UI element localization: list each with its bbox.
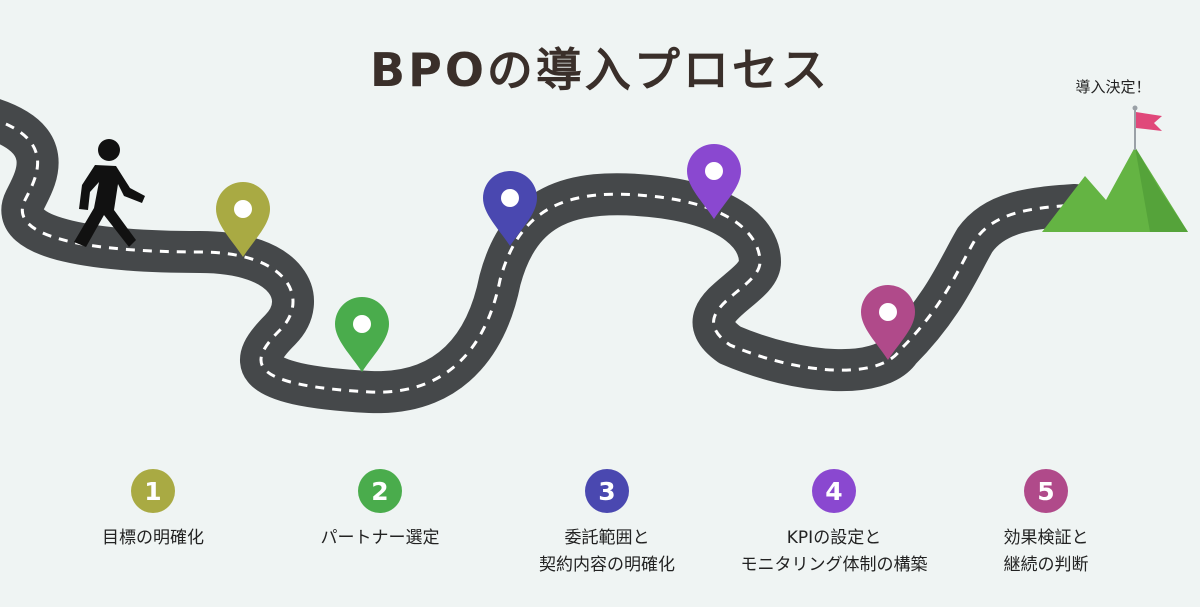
- step-label-line: 委託範囲と: [564, 528, 650, 548]
- map-pin-icon: [483, 171, 537, 246]
- step-2: 2 パートナー選定: [270, 469, 490, 552]
- step-label-line: モニタリング体制の構築: [740, 555, 928, 575]
- step-number-badge: 4: [812, 469, 856, 513]
- step-label: KPIの設定と モニタリング体制の構築: [741, 525, 928, 579]
- step-number-badge: 5: [1024, 469, 1068, 513]
- flag-icon: [1132, 105, 1162, 150]
- goal-label: 導入決定！: [1075, 78, 1151, 96]
- step-label-line: パートナー選定: [320, 528, 440, 548]
- step-number-badge: 2: [358, 469, 402, 513]
- step-label-line: 継続の判断: [1003, 555, 1089, 575]
- map-pin-icon: [335, 297, 389, 372]
- mountain-icon: [1042, 147, 1188, 232]
- step-label-line: KPIの設定と: [786, 528, 882, 548]
- road-center-line: [0, 120, 1076, 394]
- step-label-line: 契約内容の明確化: [539, 555, 675, 575]
- step-number-badge: 3: [585, 469, 629, 513]
- step-label: 目標の明確化: [102, 525, 204, 552]
- walking-person-icon: [74, 139, 145, 247]
- step-5: 5 効果検証と 継続の判断: [936, 469, 1156, 579]
- step-1: 1 目標の明確化: [43, 469, 263, 552]
- step-label: 効果検証と 継続の判断: [1004, 525, 1089, 579]
- step-label-line: 効果検証と: [1003, 528, 1089, 548]
- step-label-line: 目標の明確化: [102, 528, 204, 548]
- page-title: BPOの導入プロセス: [370, 43, 830, 97]
- map-pin-icon: [861, 285, 915, 360]
- step-number-badge: 1: [131, 469, 175, 513]
- step-label: パートナー選定: [321, 525, 440, 552]
- step-3: 3 委託範囲と 契約内容の明確化: [497, 469, 717, 579]
- map-pin-icon: [216, 182, 270, 257]
- step-label: 委託範囲と 契約内容の明確化: [539, 525, 675, 579]
- road: [0, 99, 1096, 414]
- step-4: 4 KPIの設定と モニタリング体制の構築: [724, 469, 944, 579]
- map-pin-icon: [687, 144, 741, 219]
